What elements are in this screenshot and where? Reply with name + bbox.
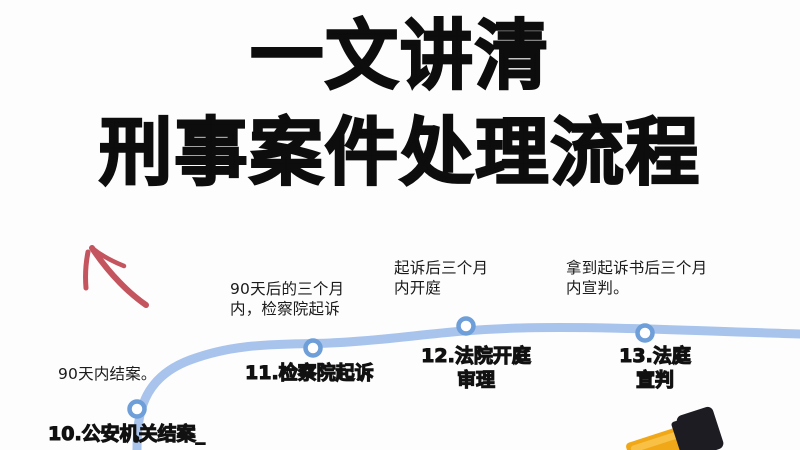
timeline-node-13[interactable]: [635, 323, 655, 343]
title-line-secondary: 刑事案件处理流程: [98, 110, 701, 196]
timeline-node-note-13: 拿到起诉书后三个月 内宣判。: [566, 259, 708, 297]
page-title: 一文讲清 刑事案件处理流程: [0, 11, 800, 196]
gavel-icon: [626, 406, 724, 450]
timeline-node-note-12: 起诉后三个月 内开庭: [394, 259, 489, 297]
timeline-node-label-10[interactable]: 10.公安机关结案_: [47, 422, 206, 445]
timeline-node-label-13[interactable]: 13.法庭 宣判: [619, 344, 692, 391]
timeline-node-10[interactable]: [127, 399, 147, 419]
hand-drawn-arrow: [83, 245, 149, 308]
title-line-primary: 一文讲清: [249, 11, 550, 100]
timeline-node-11[interactable]: [303, 338, 323, 358]
timeline-node-note-10: 90天内结案。: [58, 365, 157, 383]
timeline-node-12[interactable]: [456, 316, 476, 336]
timeline-node-label-11[interactable]: 11.检察院起诉: [244, 361, 374, 384]
timeline-node-label-12[interactable]: 12.法院开庭 审理: [421, 344, 532, 391]
timeline-node-note-11: 90天后的三个月 内，检察院起诉: [230, 280, 345, 318]
timeline-node-group: [127, 316, 655, 419]
